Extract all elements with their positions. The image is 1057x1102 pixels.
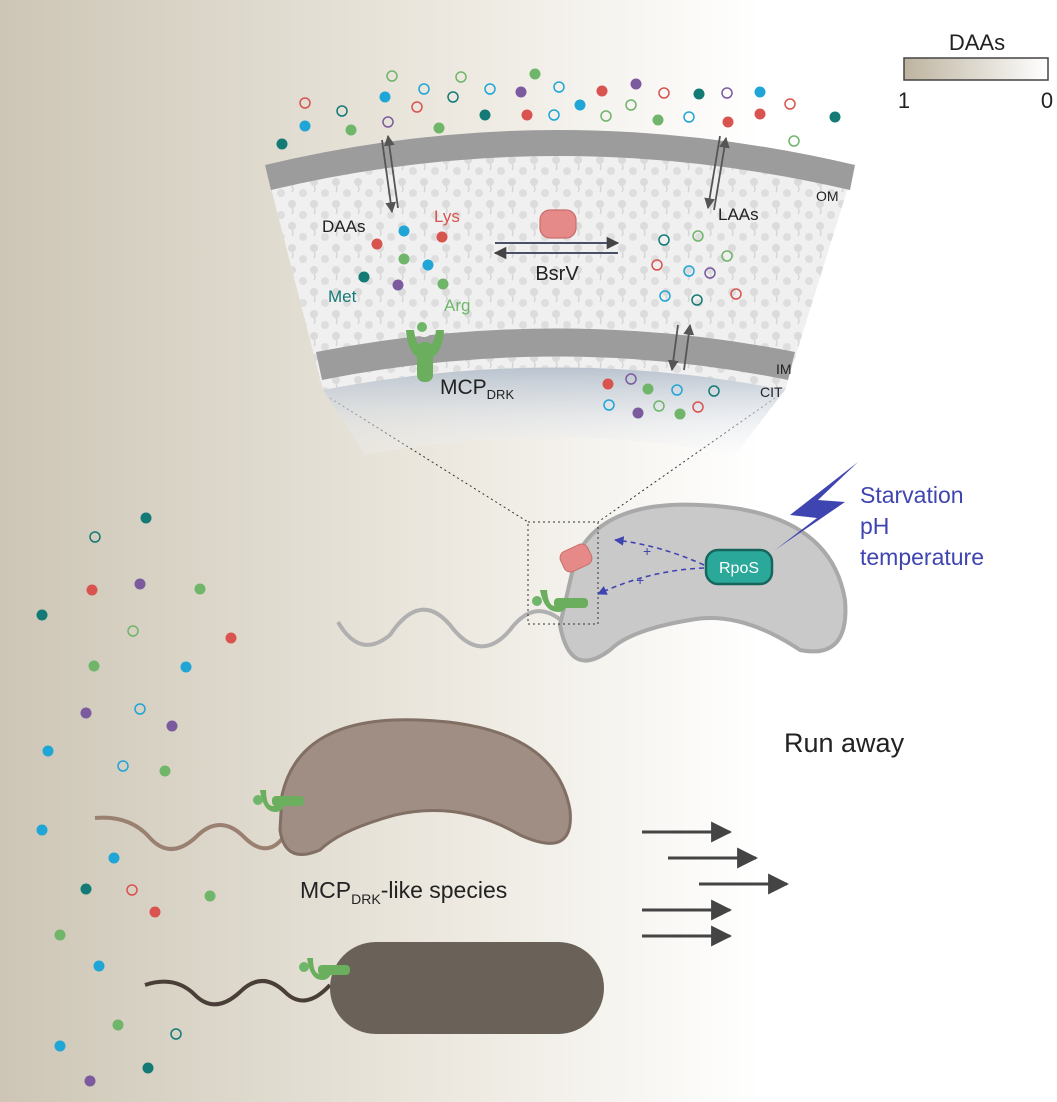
outer-membrane: [265, 130, 855, 190]
receptor-cup-dark: [307, 958, 333, 980]
receptor-cup-on-cell: [540, 590, 569, 612]
ligand-brown: [253, 795, 263, 805]
cytoplasm-area: [323, 367, 785, 455]
plus-sign-1: +: [643, 543, 651, 559]
legend-title: DAAs: [949, 30, 1005, 55]
om-transport-arrows-right: [704, 135, 730, 211]
run-away-label: Run away: [784, 728, 905, 758]
bsrv-on-cell: [559, 543, 593, 573]
rpos-box: [704, 548, 774, 586]
legend-min-label: 1: [898, 88, 910, 113]
legend-gradient-bar: [903, 57, 1049, 81]
im-label: IM: [776, 361, 792, 377]
bsrv-label: BsrV: [535, 263, 579, 285]
molecule-dots: [36, 68, 841, 1087]
arg-label: Arg: [444, 296, 470, 315]
daas-legend: DAAs 1 0: [898, 30, 1053, 113]
mcp-like-bacterium-2: [144, 942, 604, 1034]
rpos-label: RpoS: [719, 560, 759, 577]
mcp-label: MCPDRK: [440, 376, 514, 402]
stress-temperature: temperature: [860, 544, 984, 570]
cell-body-brown: [278, 718, 572, 856]
cell-body-dark: [330, 942, 604, 1034]
mcp-like-species-label: MCPDRK-like species: [300, 877, 507, 907]
zoom-box: [527, 521, 599, 625]
rpos-to-bsrv-arrow: [614, 536, 705, 566]
ligand-on-cell: [532, 596, 542, 606]
daas-label: DAAs: [322, 217, 365, 236]
mcp-like-bacterium-1: [94, 718, 572, 856]
flagellum-dark: [144, 979, 332, 1007]
im-transport-arrows: [667, 323, 695, 372]
bsrv-shape: [539, 209, 577, 239]
receptor-cup: [406, 330, 444, 360]
cit-label: CIT: [760, 384, 783, 400]
om-label: OM: [816, 188, 839, 204]
legend-max-label: 0: [1041, 88, 1053, 113]
rpos-to-mcp-arrow: [597, 567, 705, 595]
lys-label: Lys: [434, 207, 460, 226]
laas-label: LAAs: [718, 205, 759, 224]
flagellum: [336, 607, 577, 649]
bound-ligand: [417, 322, 427, 332]
met-label: Met: [328, 287, 357, 306]
run-away-arrows: [642, 821, 790, 947]
om-transport-arrows-left: [381, 134, 399, 214]
stress-ph: pH: [860, 513, 889, 539]
zoom-line-left: [329, 397, 529, 523]
lipid-pattern: [265, 130, 855, 390]
cell-body: [557, 502, 848, 663]
bsrv-enzyme: BsrV: [493, 209, 620, 285]
flagellum-brown: [94, 815, 287, 851]
mcp-drk-receptor: MCPDRK: [406, 319, 514, 402]
ligand-dark: [299, 962, 309, 972]
stress-starvation: Starvation: [860, 482, 964, 508]
membrane-zoom: OM IM CIT: [265, 130, 855, 455]
main-bacterium: RpoS + +: [336, 502, 848, 663]
receptor-cup-brown: [260, 790, 286, 812]
lightning-bolt-icon: [775, 462, 858, 550]
plus-sign-2: +: [636, 572, 644, 588]
